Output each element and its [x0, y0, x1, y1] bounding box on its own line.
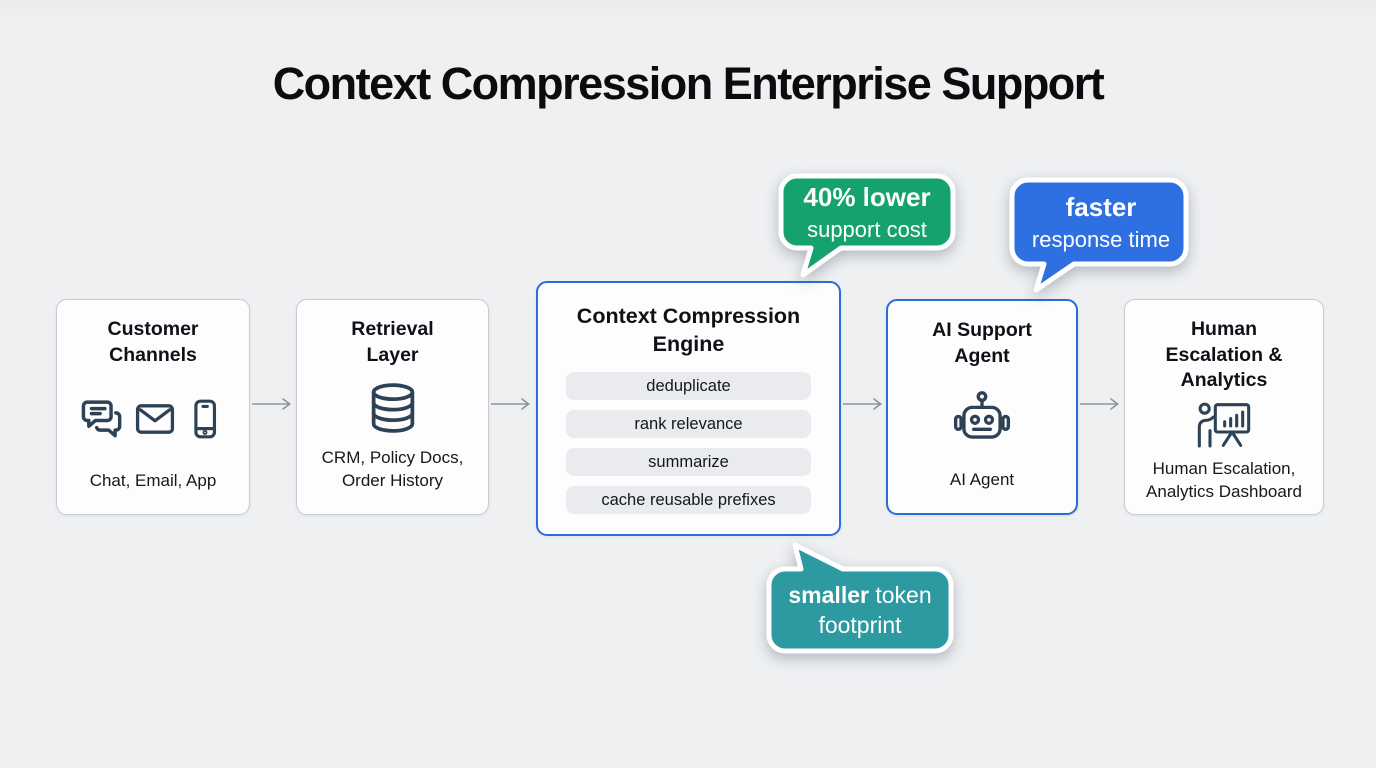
presentation-icon [1197, 402, 1251, 448]
node-customer-channels: Customer Channels Chat, Email, App [56, 299, 250, 515]
node-label: CRM, Policy Docs, Order History [321, 448, 464, 491]
engine-step-pill: deduplicate [566, 372, 811, 400]
node-compression-engine: Context Compression Engine deduplicate r… [536, 281, 841, 536]
engine-step-pill: cache reusable prefixes [566, 486, 811, 514]
database-icon [371, 383, 414, 433]
escalation-icons [1192, 394, 1256, 458]
flow-arrow [491, 398, 531, 410]
callout-bold-text: smaller [788, 581, 869, 608]
callout-cost: 40% lower support cost [777, 172, 957, 280]
callout-line1: smaller token [788, 580, 931, 610]
agent-icons [951, 388, 1013, 450]
node-title: Customer Channels [107, 318, 199, 366]
node-title: AI Support Agent [932, 319, 1032, 367]
channel-icons [80, 396, 226, 442]
engine-step-pill: rank relevance [566, 410, 811, 438]
node-ai-support-agent: AI Support Agent AI Agent [886, 299, 1078, 515]
callout-tokens: smaller token footprint [765, 541, 955, 655]
callout-bold-text: faster [1065, 192, 1137, 223]
engine-steps: deduplicate rank relevance summarize cac… [566, 372, 811, 514]
callout-bold-text: 40% lower [803, 182, 931, 213]
node-retrieval-layer: Retrieval Layer CRM, Policy Docs, Order … [296, 299, 489, 515]
node-title: Context Compression Engine [576, 304, 801, 357]
callout-text: support cost [807, 216, 927, 242]
node-label: Human Escalation, Analytics Dashboard [1146, 459, 1302, 502]
email-icon [135, 404, 175, 435]
callout-text: response time [1031, 226, 1171, 252]
flow-arrow [843, 398, 883, 410]
robot-icon [953, 391, 1011, 440]
node-label: AI Agent [949, 470, 1015, 490]
chat-icon [81, 400, 122, 438]
callout-line2: footprint [818, 612, 902, 638]
flow-arrow [1080, 398, 1120, 410]
node-title: Human Escalation & Analytics [1165, 318, 1283, 392]
page-title: Context Compression Enterprise Support [272, 58, 1105, 109]
smartphone-icon [194, 399, 217, 439]
retrieval-icons [365, 380, 421, 436]
engine-step-pill: summarize [566, 448, 811, 476]
flow-arrow [252, 398, 292, 410]
node-human-escalation-analytics: Human Escalation & Analytics Human Escal… [1124, 299, 1324, 515]
callout-speed: faster response time [1008, 176, 1194, 294]
node-title: Retrieval Layer [351, 318, 434, 366]
callout-text: token [868, 581, 932, 608]
node-label: Chat, Email, App [89, 471, 217, 491]
